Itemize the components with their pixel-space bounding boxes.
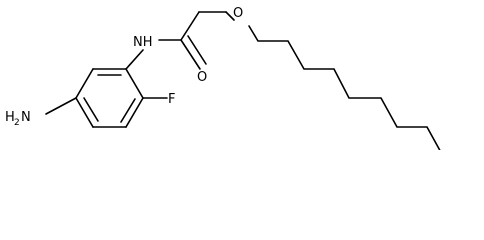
nh-label: NH xyxy=(133,35,153,50)
bond-carbonyl-ch2 xyxy=(180,11,200,41)
amine-label: H 2 N xyxy=(5,110,31,128)
bond-carbonyl-o-double xyxy=(187,35,207,65)
molecule-canvas: H 2 N NH O O F xyxy=(5,6,441,150)
amine-subscript: 2 xyxy=(14,118,20,128)
carbonyl-oxygen-label: O xyxy=(197,70,207,85)
bond-ring-nh xyxy=(125,49,144,70)
bond-ch2-ether-o xyxy=(225,11,235,21)
ring-bond xyxy=(125,68,144,99)
ring-bond xyxy=(125,97,144,128)
octyl-chain xyxy=(248,25,441,150)
structure-diagram: H 2 N NH O O F xyxy=(5,6,441,150)
ether-oxygen-label: O xyxy=(233,6,243,21)
bond-carbonyl-o xyxy=(180,39,201,70)
ring-double-bond xyxy=(120,98,136,123)
ring-bond xyxy=(75,97,94,128)
ring-bond xyxy=(75,68,94,99)
fluorine-label: F xyxy=(168,92,175,107)
benzene-ring xyxy=(75,68,144,128)
ring-double-bond xyxy=(83,97,99,122)
amine-h: H xyxy=(5,110,15,125)
bond-ring-amine xyxy=(45,97,77,115)
amine-n: N xyxy=(21,110,31,125)
